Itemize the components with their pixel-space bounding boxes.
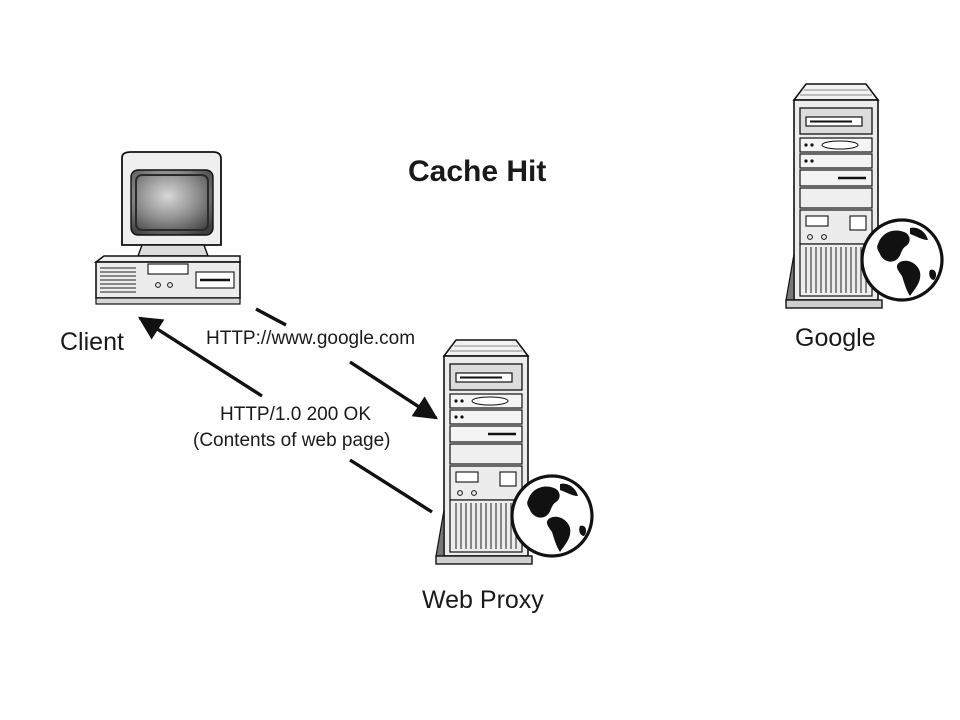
google-label: Google bbox=[795, 324, 876, 352]
diagram-title: Cache Hit bbox=[408, 155, 547, 188]
response-arrow bbox=[137, 316, 433, 514]
web-proxy-label: Web Proxy bbox=[422, 586, 544, 614]
request-arrow bbox=[255, 307, 438, 420]
response-status-label: HTTP/1.0 200 OK bbox=[220, 404, 372, 425]
client-label: Client bbox=[60, 328, 124, 356]
google-server-icon bbox=[784, 82, 944, 310]
web-proxy-server-icon bbox=[434, 338, 594, 566]
client-computer-icon bbox=[93, 151, 241, 305]
response-contents-label: (Contents of web page) bbox=[193, 430, 391, 451]
request-message-label: HTTP://www.google.com bbox=[206, 328, 416, 349]
